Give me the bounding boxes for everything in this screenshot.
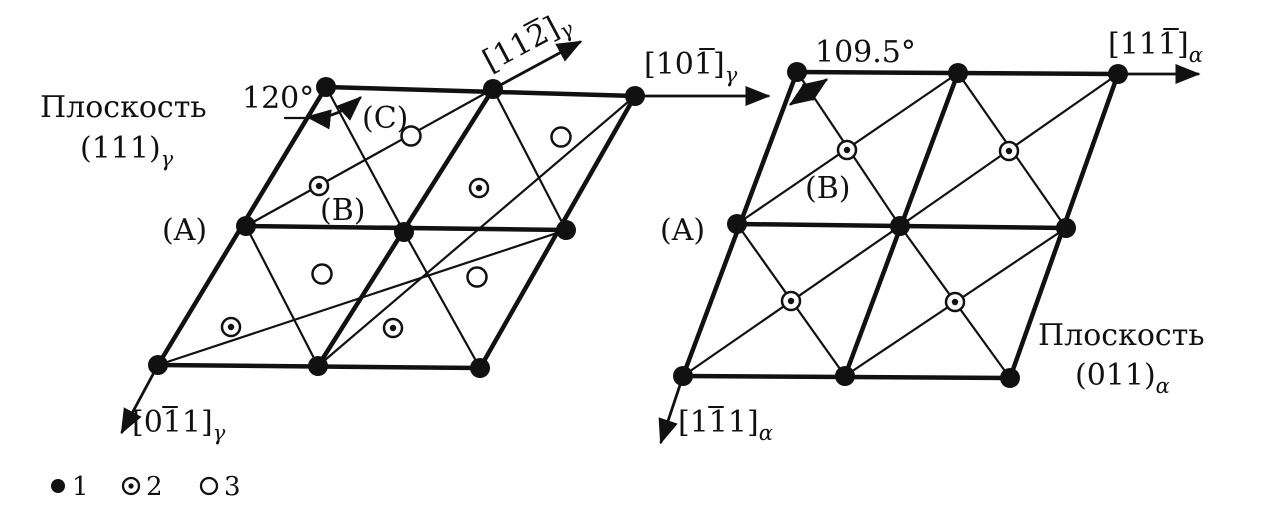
legend: 1 2 3 (51, 472, 241, 502)
fcc-site-markers (148, 77, 645, 378)
bcc-plane-panel: 109.5° (B) (A) Плоскость (011)α [111]α [… (658, 27, 1205, 445)
fcc-direction-arrows (120, 40, 771, 435)
fcc-plane-word: Плоскость (40, 90, 207, 125)
direction-label-0-11: [011]γ (132, 405, 226, 445)
svg-text:3: 3 (224, 472, 241, 502)
bcc-plane-label: (011)α (1075, 358, 1170, 398)
fcc-site-a-label: (A) (162, 213, 207, 248)
legend-item-filled: 1 (51, 472, 89, 502)
fcc-site-c-label: (C) (362, 101, 408, 136)
svg-text:[101]γ: [101]γ (644, 47, 738, 87)
svg-text:[111]α: [111]α (1108, 27, 1203, 67)
bcc-plane-word: Плоскость (1038, 318, 1205, 353)
bcc-angle-label: 109.5° (815, 35, 916, 70)
svg-text:[011]γ: [011]γ (132, 405, 226, 445)
legend-item-dotted: 2 (121, 472, 163, 502)
fcc-site-b-label: (B) (320, 193, 365, 228)
svg-text:2: 2 (146, 472, 163, 502)
open-circle-site (311, 125, 572, 288)
dotted-circle-site (780, 139, 1020, 313)
direction-label-10-1: [101]γ (644, 47, 738, 87)
fcc-angle-label: 120° (242, 81, 314, 116)
legend-item-open: 3 (199, 472, 241, 502)
dotted-circle-site (220, 175, 490, 339)
fcc-plane-label: (111)γ (80, 131, 174, 171)
svg-text:1: 1 (72, 472, 89, 502)
bcc-site-a-label: (A) (660, 213, 705, 248)
svg-text:[111]α: [111]α (678, 405, 773, 445)
bcc-site-b-label: (B) (805, 171, 850, 206)
bcc-direction-arrows (658, 63, 1201, 445)
direction-label-11-1: [111]α (1108, 27, 1203, 67)
fcc-plane-panel: Плоскость (111)γ 120° (C) (B) (A) [112]γ… (40, 10, 771, 445)
direction-label-1-11: [111]α (678, 405, 773, 445)
